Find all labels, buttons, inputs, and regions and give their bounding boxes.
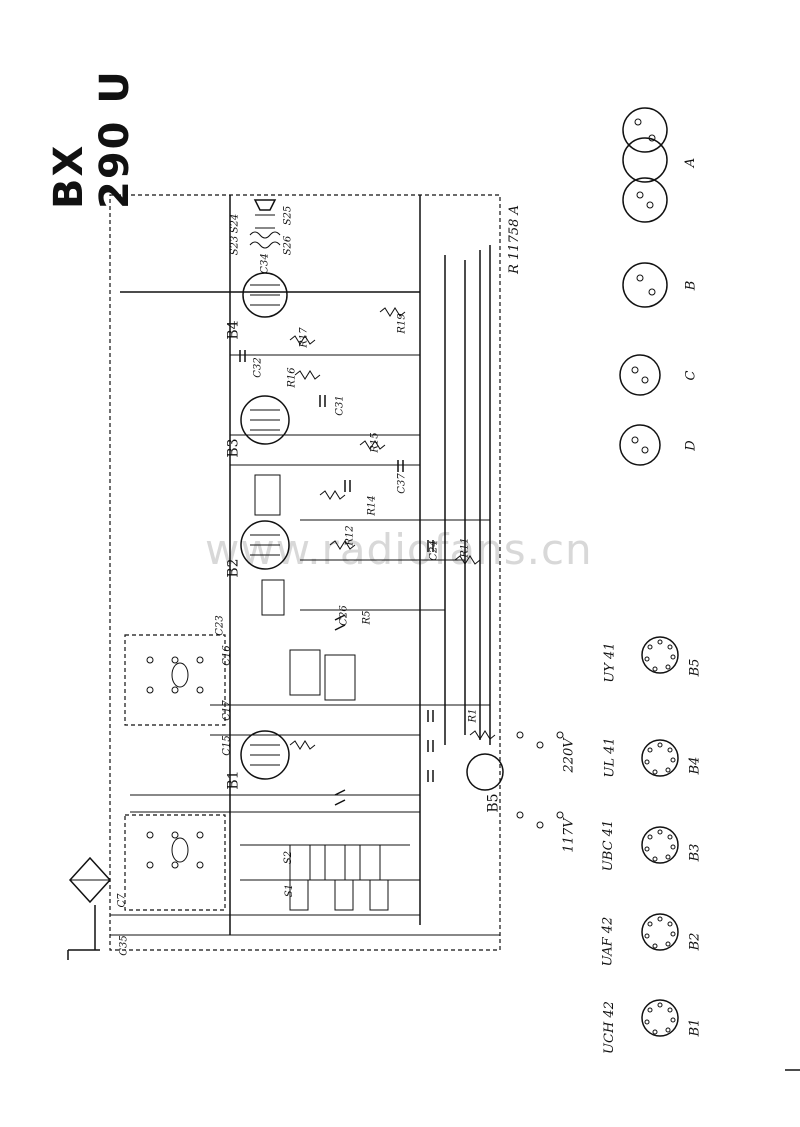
label-c35: C35 [118, 935, 130, 956]
label-s26: S26 [282, 235, 294, 256]
label-r1: R1 [467, 708, 479, 723]
socket-b3: B3 [687, 843, 703, 862]
watermark: www.radiofans.cn [205, 525, 593, 574]
label-r17: R17 [298, 327, 310, 348]
switch-view-a: A [683, 157, 699, 168]
label-c7: C7 [116, 893, 128, 908]
tube-label-b4: B4 [225, 320, 242, 340]
label-r16: R16 [286, 367, 298, 388]
tube-type-uaf42: UAF 42 [600, 916, 616, 967]
chassis-outline [109, 194, 501, 951]
tube-b4 [242, 272, 288, 318]
tube-type-uy41: UY 41 [602, 642, 618, 683]
socket-b5: B5 [687, 658, 703, 677]
label-s24: S24 [229, 213, 241, 234]
label-c31: C31 [334, 395, 346, 416]
tube-label-b5: B5 [485, 793, 502, 813]
label-r19: R19 [396, 313, 408, 334]
wavechange-switch-outline [124, 634, 226, 726]
tube-label-b3: B3 [225, 438, 242, 458]
label-c23: C23 [214, 615, 226, 636]
label-s25: S25 [282, 205, 294, 226]
voltage-label-220: 220V [561, 738, 577, 773]
switch-view-b: B [683, 280, 699, 291]
socket-b2: B2 [687, 932, 703, 951]
tube-b5 [466, 753, 504, 791]
label-r12: R12 [344, 525, 356, 546]
label-c16: C16 [221, 645, 233, 666]
label-r15: R15 [369, 432, 381, 453]
tube-b3 [240, 395, 290, 445]
socket-b1: B1 [687, 1018, 703, 1037]
label-c17: C17 [221, 700, 233, 721]
label-r11: R11 [459, 537, 471, 558]
tube-b1 [240, 730, 290, 780]
label-c24: C24 [428, 540, 440, 561]
label-s2: S2 [283, 850, 295, 865]
tube-type-ul41: UL 41 [602, 737, 618, 778]
label-c15: C15 [221, 735, 233, 756]
voltage-label-117: 117V [561, 818, 577, 853]
label-r14: R14 [366, 495, 378, 516]
tube-label-b2: B2 [225, 558, 242, 578]
switch-view-d: D [683, 440, 699, 451]
band-switch-outline [124, 814, 226, 911]
label-c32: C32 [252, 357, 264, 378]
tube-label-b1: B1 [225, 770, 242, 790]
tube-type-ubc41: UBC 41 [601, 819, 617, 872]
label-c26: C26 [338, 605, 350, 626]
label-c37: C37 [396, 473, 408, 494]
tube-b2 [240, 520, 290, 570]
socket-b4: B4 [687, 756, 703, 775]
switch-view-c: C [683, 370, 699, 381]
label-c34: C34 [259, 253, 271, 274]
tube-type-uch42: UCH 42 [601, 1001, 617, 1054]
label-r5: R5 [361, 610, 373, 625]
label-s23: S23 [229, 235, 241, 256]
label-s1: S1 [284, 883, 296, 898]
